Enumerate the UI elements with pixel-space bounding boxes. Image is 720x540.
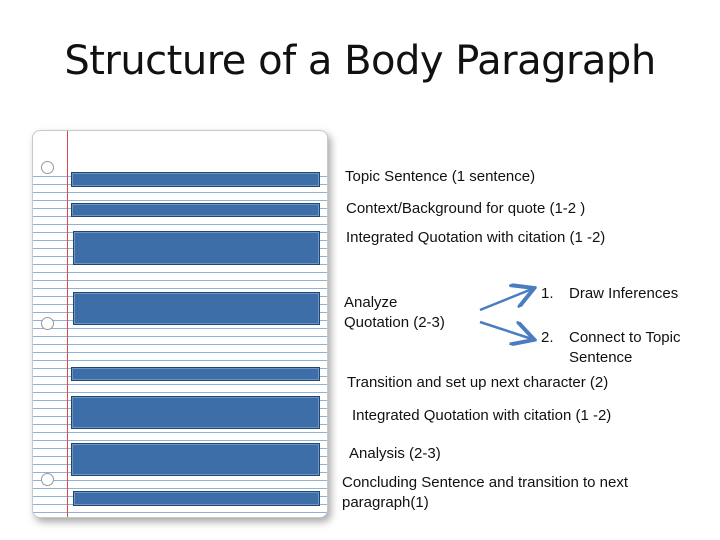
bar-context [71,203,320,217]
label-analyze-quotation: Analyze Quotation (2-3) [344,294,445,331]
branch-text: Connect to Topic Sentence [569,329,681,366]
label-topic-sentence: Topic Sentence (1 sentence) [345,168,536,185]
binder-hole-icon [41,317,54,330]
paper-margin-line [67,131,68,517]
bar-topic-sentence [71,172,320,187]
label-quotation-2: Integrated Quotation with citation (1 -2… [352,407,612,424]
branch-item-connect: 2. Connect to Topic Sentence [541,328,720,368]
branch-number: 2. [541,329,554,346]
branch-text: Draw Inferences [569,285,679,302]
label-quotation-1: Integrated Quotation with citation (1 -2… [346,229,606,246]
branch-number: 1. [541,285,554,302]
binder-hole-icon [41,473,54,486]
label-analysis: Analysis (2-3) [349,445,441,462]
label-concluding: Concluding Sentence and transition to ne… [342,474,629,511]
bar-analyze [73,292,320,325]
binder-hole-icon [41,161,54,174]
bar-concluding [73,491,320,506]
label-context: Context/Background for quote (1-2 ) [346,200,586,217]
slide-title: Structure of a Body Paragraph [64,38,656,84]
bar-transition [71,367,320,381]
arrow-up-icon [479,289,532,312]
bar-analysis [71,443,320,476]
branch-item-inferences: 1. Draw Inferences [541,284,720,304]
bar-quotation-2 [71,396,320,429]
arrow-down-icon [479,320,532,339]
label-transition: Transition and set up next character (2) [347,374,609,391]
bar-quotation-1 [73,231,320,265]
